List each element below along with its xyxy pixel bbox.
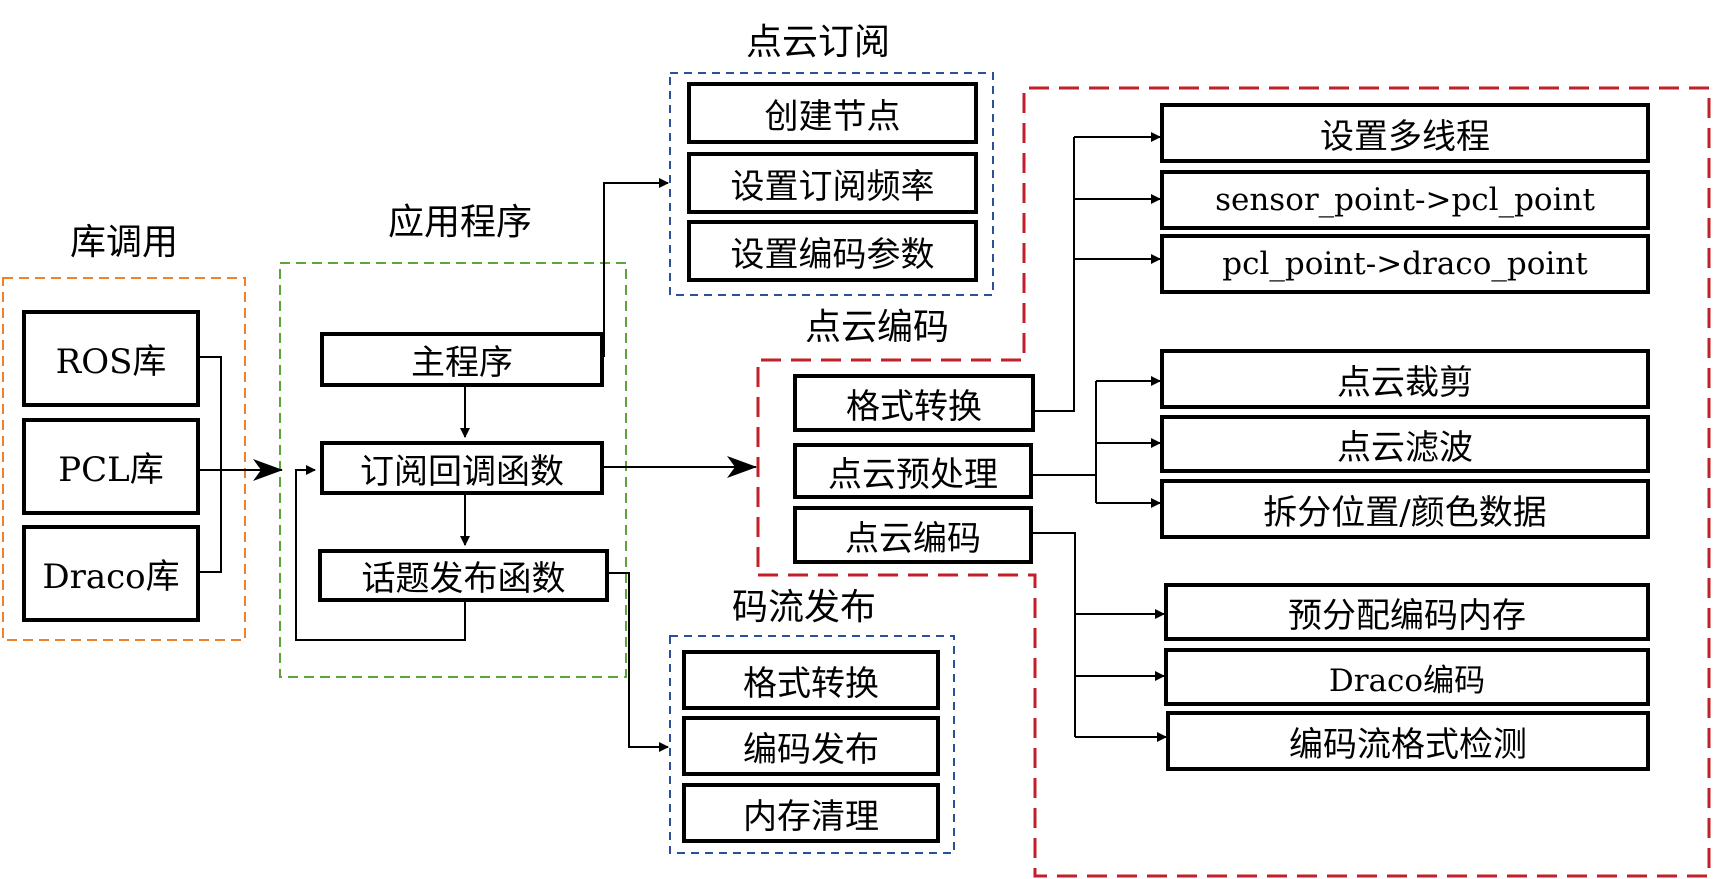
split-position-color-box: 拆分位置/颜色数据: [1160, 479, 1650, 539]
format-to-details-connector: [1035, 136, 1158, 412]
publisher-loop-back-arrow: [295, 465, 466, 641]
library-group-border: [2, 277, 246, 641]
library-group-title: 库调用: [69, 222, 179, 263]
draco-encode-box: Draco编码: [1164, 648, 1650, 706]
pointcloud-filter-box: 点云滤波: [1160, 415, 1650, 473]
encoding-group-title: 点云编码: [804, 307, 950, 348]
subscribe-callback-box: 订阅回调函数: [320, 441, 604, 495]
create-node-box: 创建节点: [687, 82, 978, 144]
main-program-box: 主程序: [320, 332, 604, 387]
set-subscribe-frequency-box: 设置订阅频率: [687, 152, 978, 214]
application-group-title: 应用程序: [387, 202, 533, 243]
ros-library-box: ROS库: [22, 310, 200, 407]
pcl-library-box: PCL库: [22, 418, 200, 515]
sensor-to-pcl-box: sensor_point->pcl_point: [1160, 170, 1650, 230]
encoding-format-convert-box: 格式转换: [793, 374, 1035, 432]
encode-publish-box: 编码发布: [682, 716, 940, 776]
library-bracket: [200, 356, 222, 573]
subscribe-group-border: [669, 72, 994, 296]
pointcloud-preprocess-box: 点云预处理: [793, 443, 1033, 499]
pcl-to-draco-box: pcl_point->draco_point: [1160, 234, 1650, 294]
preallocate-memory-box: 预分配编码内存: [1164, 583, 1650, 641]
publisher-to-publish-arrow: [609, 572, 669, 752]
pointcloud-encode-box: 点云编码: [793, 506, 1033, 564]
memory-cleanup-box: 内存清理: [682, 783, 940, 843]
preprocess-to-details-connector: [1033, 380, 1158, 504]
draco-library-box: Draco库: [22, 525, 200, 622]
set-encoding-params-box: 设置编码参数: [687, 220, 978, 282]
publish-group-title: 码流发布: [731, 587, 877, 628]
topic-publisher-box: 话题发布函数: [318, 549, 609, 602]
pointcloud-crop-box: 点云裁剪: [1160, 349, 1650, 409]
publish-group-border: [669, 635, 955, 854]
subscribe-group-title: 点云订阅: [745, 22, 891, 63]
encode-to-details-connector: [1033, 532, 1164, 738]
encoding-group-border: [756, 86, 1711, 878]
publish-format-convert-box: 格式转换: [682, 650, 940, 710]
main-to-subscribe-arrow: [603, 178, 669, 357]
set-multithread-box: 设置多线程: [1160, 103, 1650, 163]
stream-format-check-box: 编码流格式检测: [1166, 711, 1650, 771]
